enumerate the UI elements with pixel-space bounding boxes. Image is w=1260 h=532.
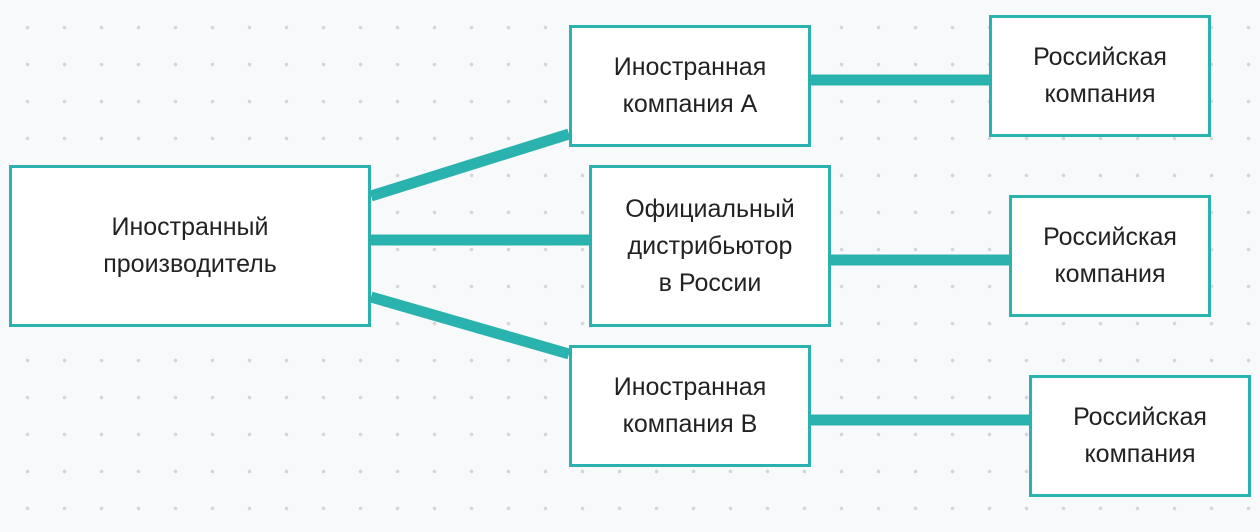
node-label: Иностранная компания А <box>613 53 767 118</box>
node-label: Официальный дистрибьютор в России <box>625 194 795 297</box>
node-label: Иностранная компания В <box>613 373 767 438</box>
edge-manufacturer-to-company-a <box>369 128 571 202</box>
node-russian-company-2[interactable]: Российская компания <box>1009 195 1211 317</box>
node-russian-company-1[interactable]: Российская компания <box>989 15 1211 137</box>
node-official-distributor[interactable]: Официальный дистрибьютор в России <box>589 165 831 327</box>
node-foreign-company-a[interactable]: Иностранная компания А <box>569 25 811 147</box>
node-russian-company-3[interactable]: Российская компания <box>1029 375 1251 497</box>
node-label: Российская компания <box>1073 403 1207 468</box>
node-foreign-company-b[interactable]: Иностранная компания В <box>569 345 811 467</box>
node-foreign-manufacturer[interactable]: Иностранный производитель <box>9 165 371 327</box>
node-label: Иностранный производитель <box>103 213 277 278</box>
node-label: Российская компания <box>1043 223 1177 288</box>
node-label: Российская компания <box>1033 43 1167 108</box>
edge-manufacturer-to-company-b <box>369 291 571 360</box>
